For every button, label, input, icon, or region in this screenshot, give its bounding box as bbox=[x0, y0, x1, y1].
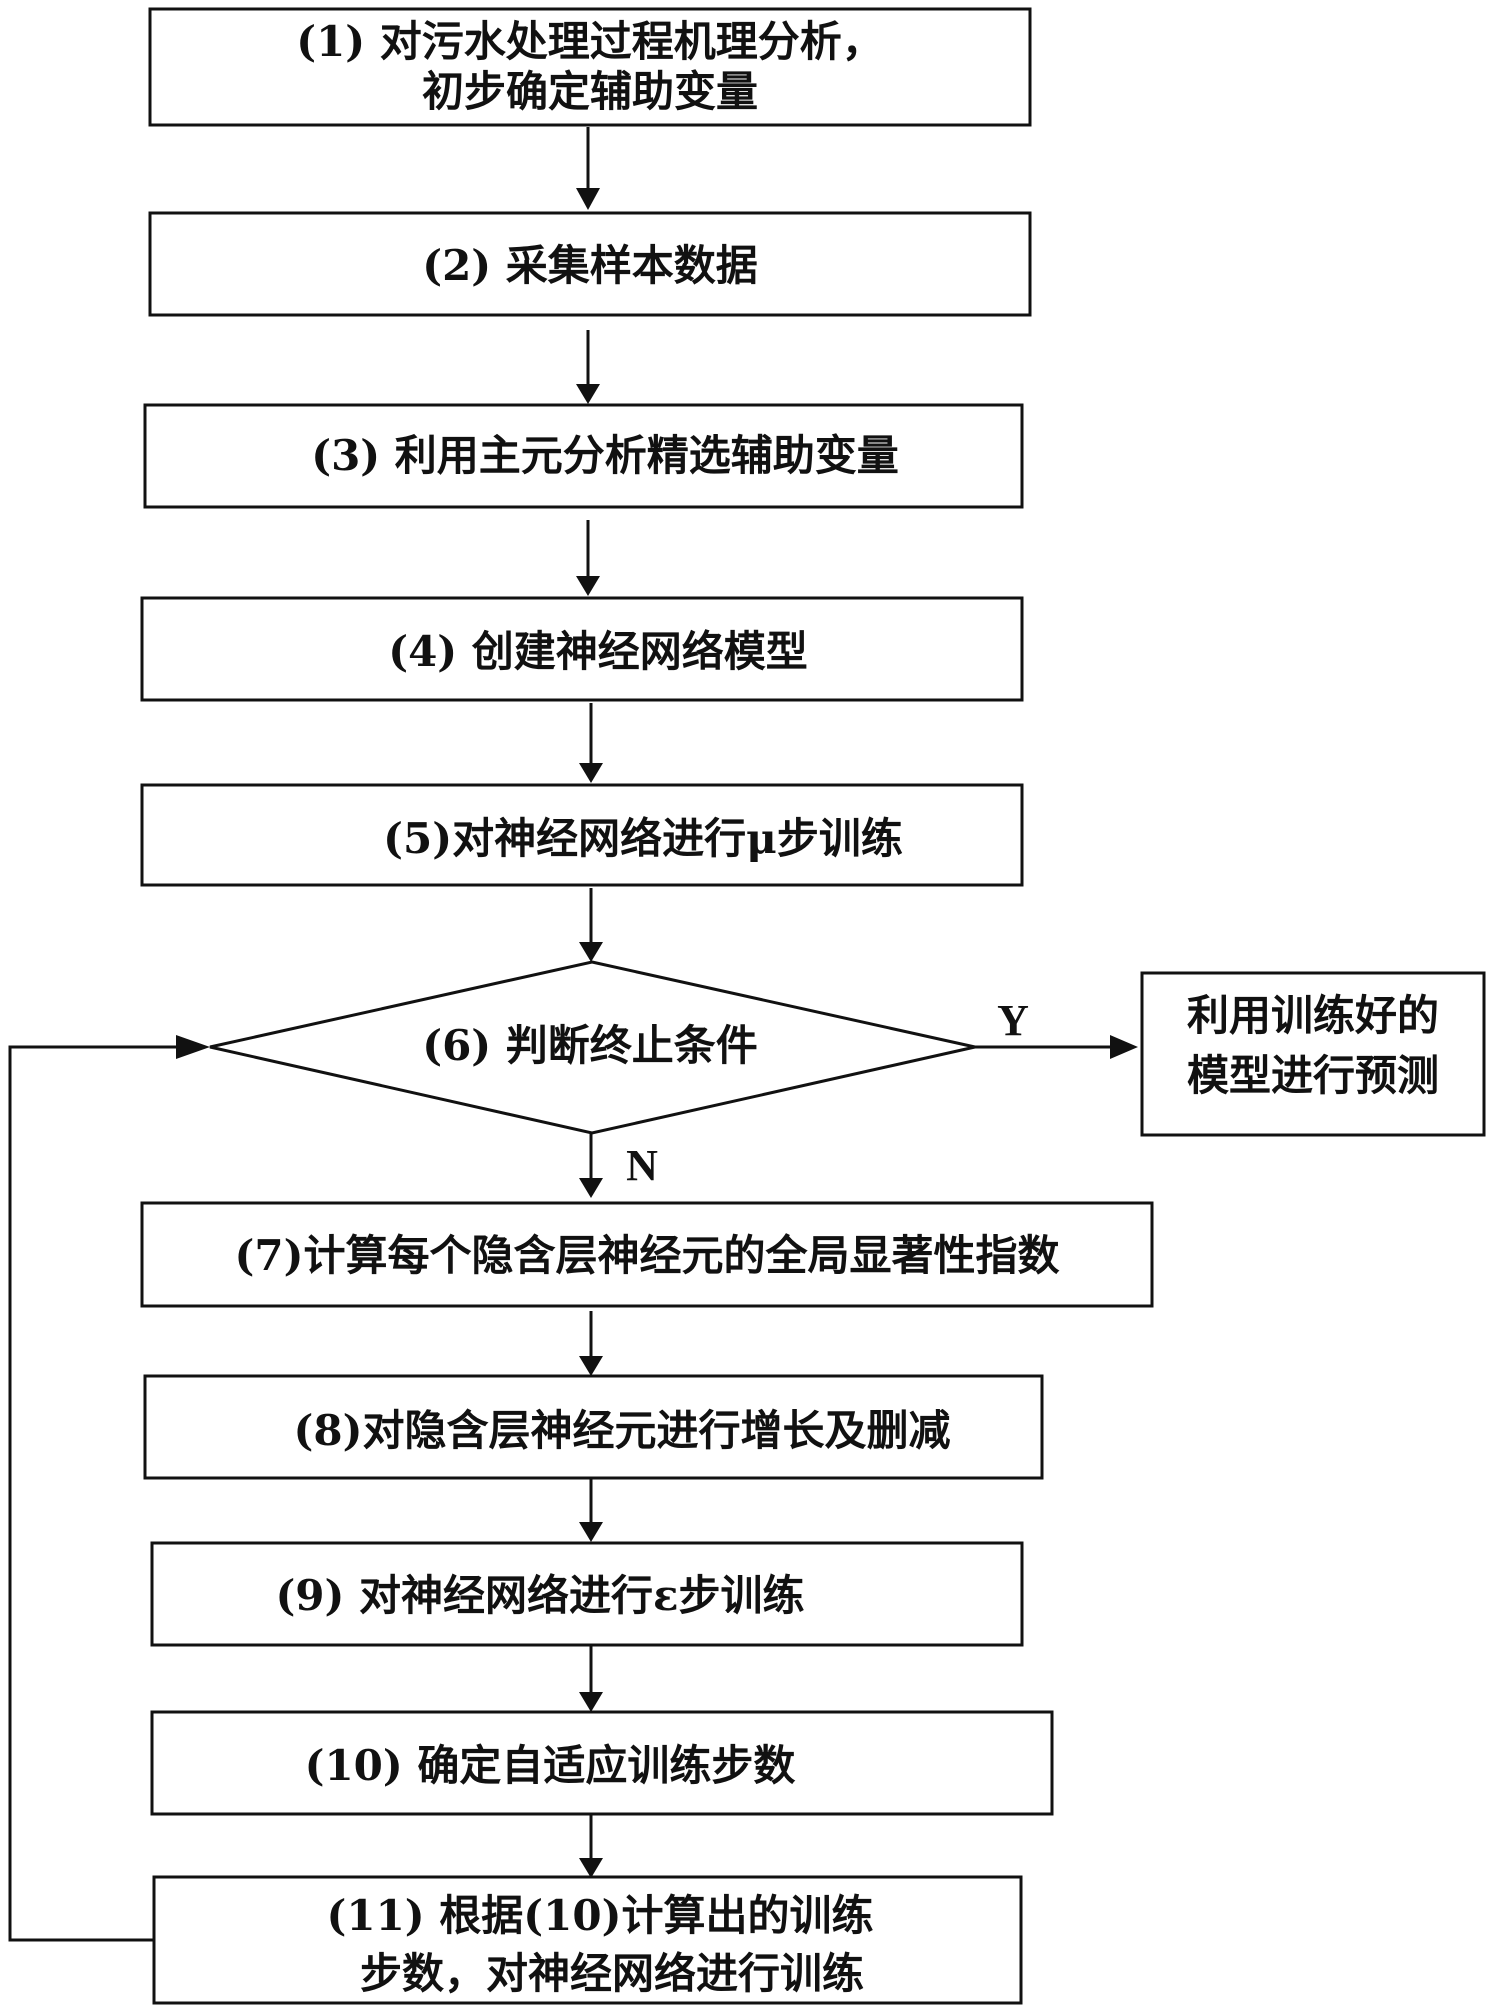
step-7-text: (7)计算每个隐含层神经元的全局显著性指数 bbox=[235, 1231, 1060, 1280]
step-6-decision: (6) 判断终止条件 bbox=[209, 960, 976, 1135]
step-5-text: (5)对神经网络进行μ步训练 bbox=[383, 814, 903, 863]
step-6-text: (6) 判断终止条件 bbox=[422, 1021, 758, 1070]
arrow-8-9 bbox=[579, 1478, 603, 1542]
step-4-text: (4) 创建神经网络模型 bbox=[388, 627, 808, 676]
arrow-1-2 bbox=[576, 127, 600, 210]
step-11-line-2: 步数，对神经网络进行训练 bbox=[360, 1949, 864, 1998]
prediction-box: 利用训练好的 模型进行预测 bbox=[1140, 971, 1486, 1137]
step-10-box: (10) 确定自适应训练步数 bbox=[150, 1710, 1054, 1816]
step-1-line-1: (1) 对污水处理过程机理分析， bbox=[296, 17, 884, 66]
step-8-box: (8)对隐含层神经元进行增长及删减 bbox=[143, 1374, 1044, 1480]
no-branch-arrow: N bbox=[579, 1133, 658, 1198]
arrow-7-8 bbox=[579, 1311, 603, 1376]
step-3-box: (3) 利用主元分析精选辅助变量 bbox=[143, 403, 1024, 509]
step-3-text: (3) 利用主元分析精选辅助变量 bbox=[311, 431, 899, 480]
prediction-line-2: 模型进行预测 bbox=[1187, 1051, 1439, 1100]
step-1-line-2: 初步确定辅助变量 bbox=[422, 67, 758, 116]
step-10-text: (10) 确定自适应训练步数 bbox=[305, 1741, 796, 1790]
arrow-4-5 bbox=[579, 703, 603, 783]
step-11-box: (11) 根据(10)计算出的训练 步数，对神经网络进行训练 bbox=[152, 1875, 1023, 2005]
arrow-10-11 bbox=[579, 1814, 603, 1878]
step-5-box: (5)对神经网络进行μ步训练 bbox=[140, 783, 1024, 887]
step-1-box: (1) 对污水处理过程机理分析， 初步确定辅助变量 bbox=[148, 7, 1032, 127]
feedback-loop-arrow bbox=[8, 1035, 210, 1942]
prediction-line-1: 利用训练好的 bbox=[1187, 991, 1439, 1040]
arrow-9-10 bbox=[579, 1645, 603, 1712]
arrow-2-3 bbox=[576, 330, 600, 404]
no-label: N bbox=[626, 1141, 658, 1190]
arrow-5-6 bbox=[579, 888, 603, 962]
yes-label: Y bbox=[997, 996, 1029, 1045]
step-9-text: (9) 对神经网络进行ε步训练 bbox=[275, 1571, 804, 1620]
step-8-text: (8)对隐含层神经元进行增长及删减 bbox=[294, 1406, 951, 1455]
step-4-box: (4) 创建神经网络模型 bbox=[140, 596, 1024, 702]
arrow-3-4 bbox=[576, 520, 600, 596]
yes-branch-arrow: Y bbox=[975, 996, 1138, 1059]
step-9-box: (9) 对神经网络进行ε步训练 bbox=[150, 1541, 1024, 1647]
step-2-text: (2) 采集样本数据 bbox=[422, 241, 758, 290]
step-2-box: (2) 采集样本数据 bbox=[148, 211, 1032, 317]
step-7-box: (7)计算每个隐含层神经元的全局显著性指数 bbox=[140, 1201, 1154, 1308]
step-11-line-1: (11) 根据(10)计算出的训练 bbox=[326, 1891, 873, 1940]
